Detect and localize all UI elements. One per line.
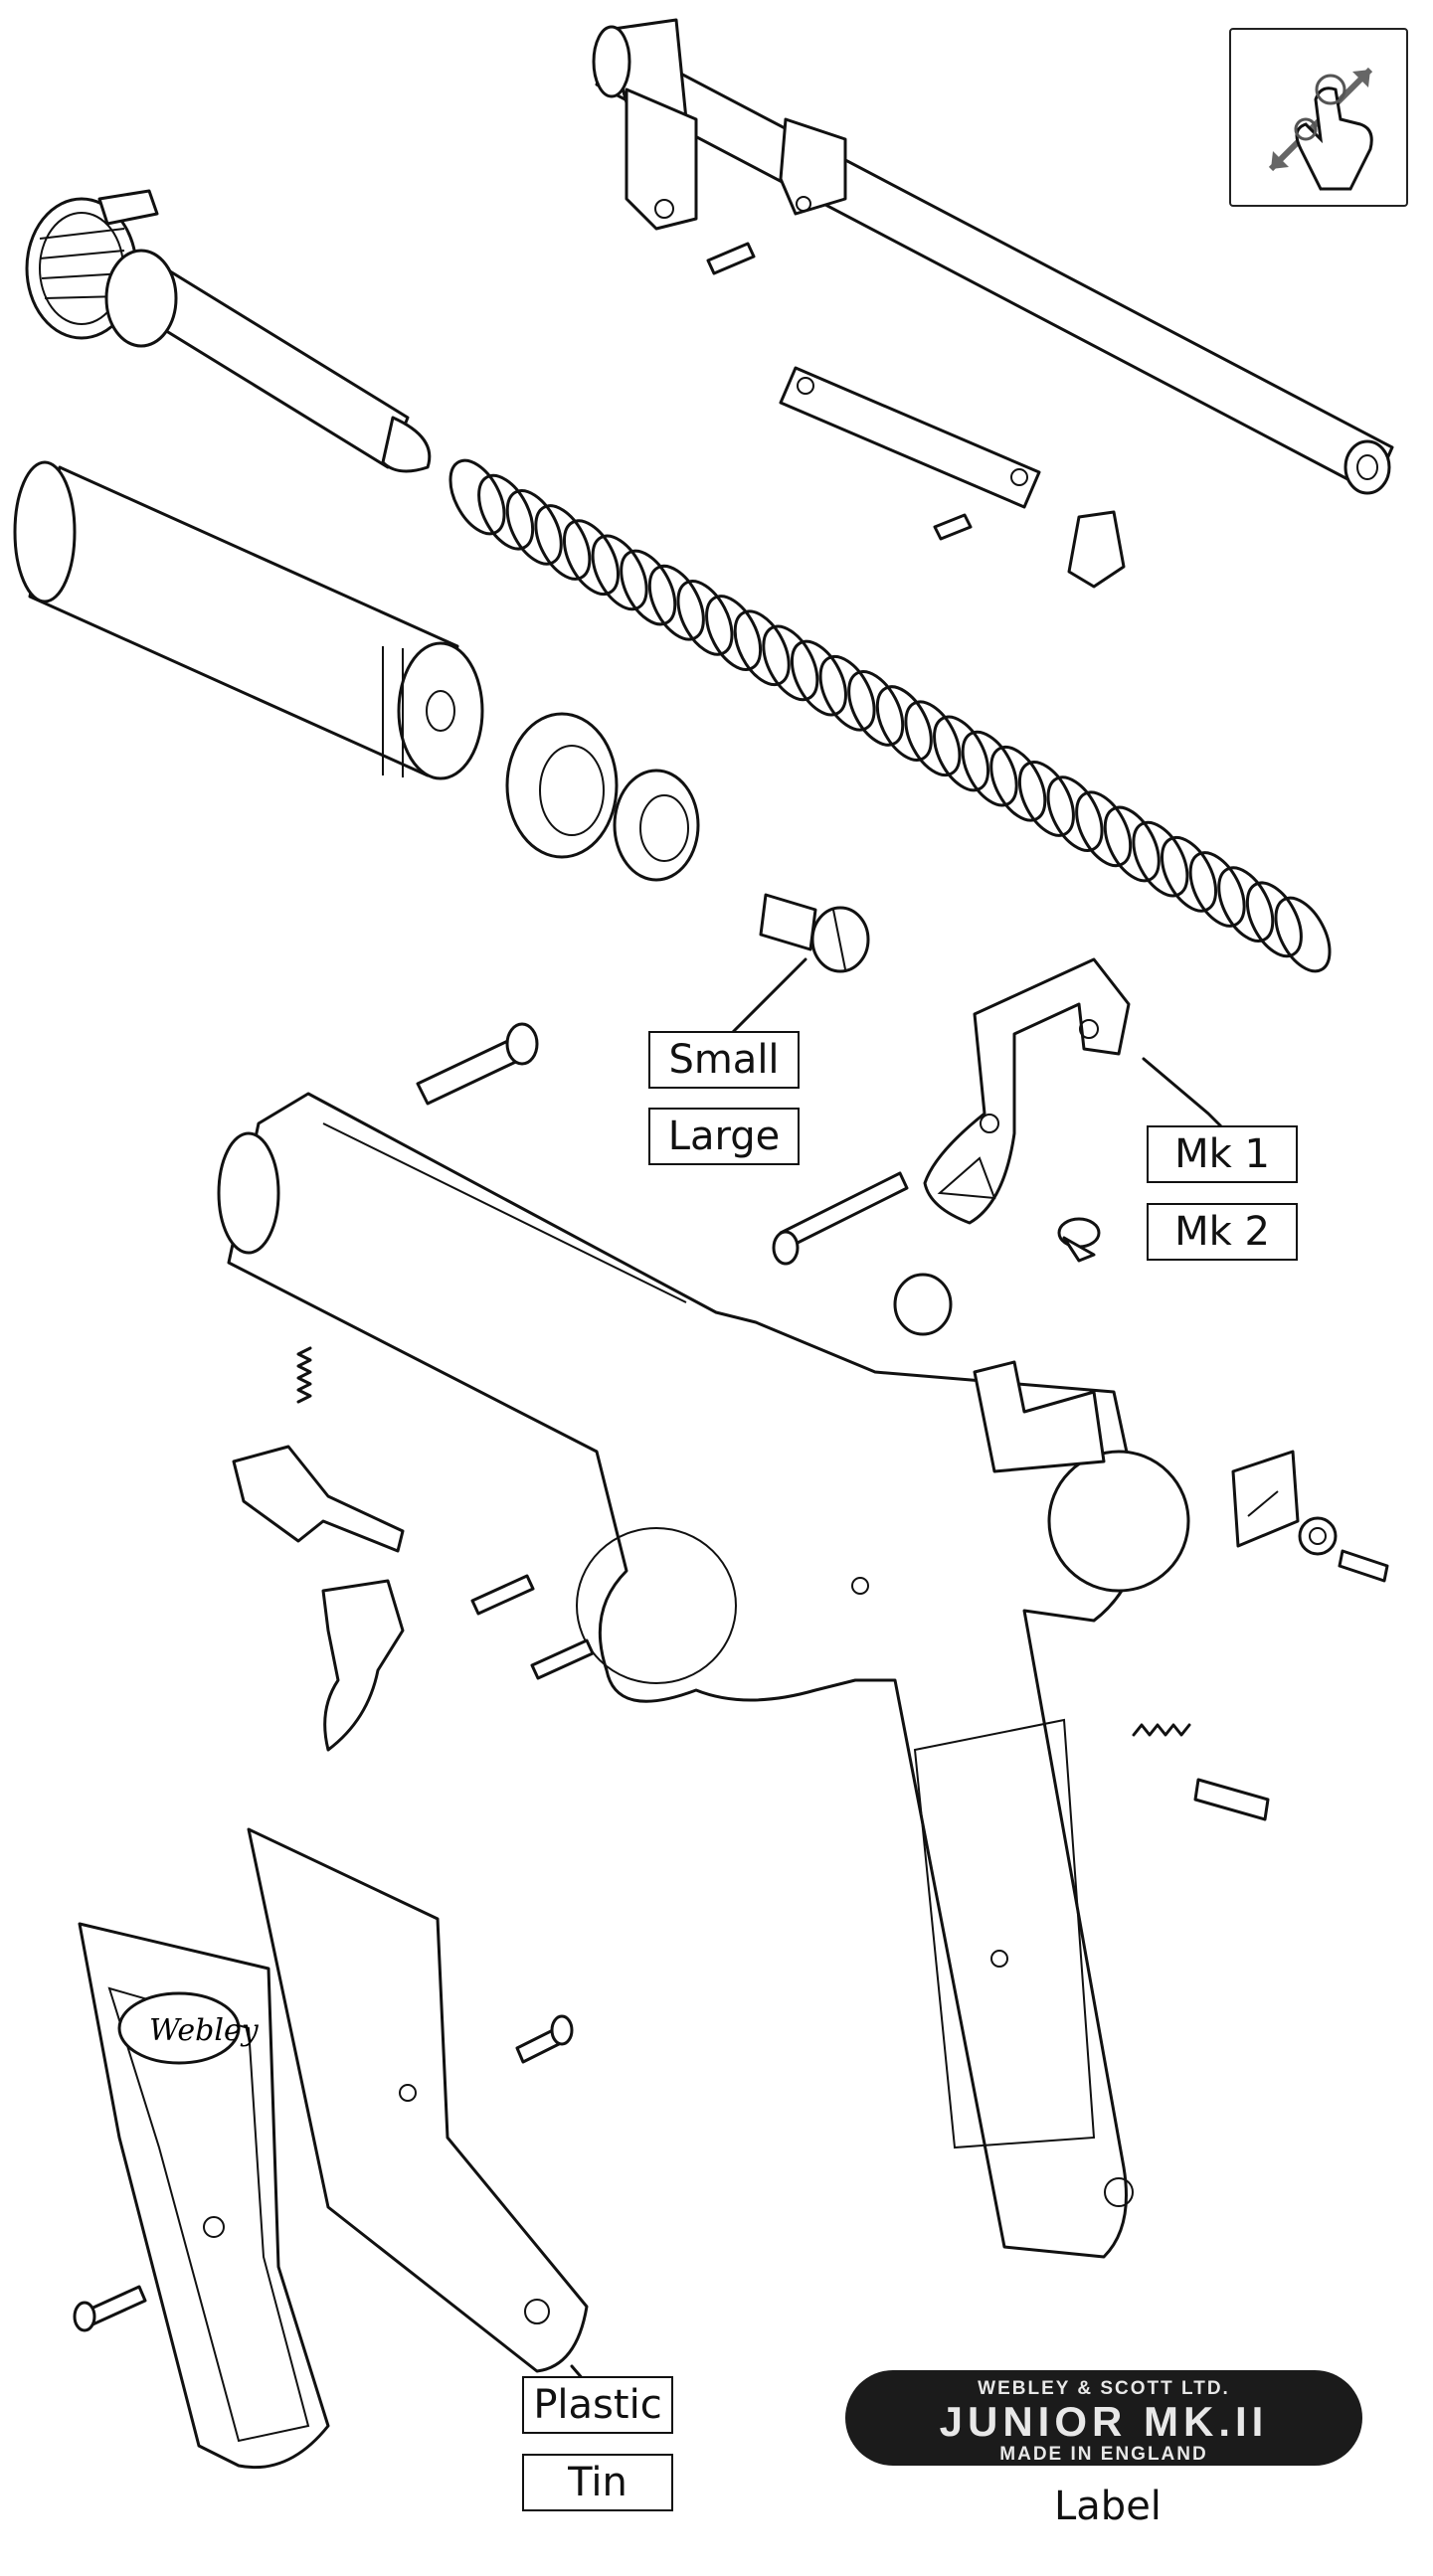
spring-coil	[1245, 881, 1303, 958]
pinch-zoom-icon	[1268, 67, 1373, 191]
spring-coil	[676, 580, 734, 656]
spring-coil	[1160, 836, 1218, 913]
mainspring-part	[448, 458, 1332, 973]
spring-coil	[1075, 790, 1133, 868]
rear-sight-part	[1067, 510, 1126, 589]
plunger-part	[1193, 1778, 1270, 1821]
nameplate-origin: MADE IN ENGLAND	[999, 2444, 1208, 2465]
sight-plate-part	[1231, 1450, 1389, 1583]
spring-coil	[1188, 851, 1246, 928]
spring-coil	[1217, 866, 1275, 943]
spring-coil	[620, 549, 677, 626]
breech-screw-part	[759, 893, 870, 973]
spring-coil	[591, 534, 648, 611]
grip-screw-part	[73, 2285, 147, 2332]
spring-coil	[989, 745, 1047, 822]
spring-coil	[847, 670, 905, 747]
callout-mk2: Mk 2	[1147, 1203, 1298, 1261]
spring-coil	[1103, 805, 1161, 883]
grip-logo-text: Webley	[149, 2013, 260, 2048]
spring-coil	[448, 458, 506, 536]
long-screw-part	[772, 1171, 909, 1266]
callout-large-screw: Large	[648, 1108, 800, 1165]
sear-part	[232, 1445, 405, 1553]
washer-small-part	[613, 769, 700, 882]
spring-coil	[933, 715, 990, 792]
spring-coil	[705, 595, 763, 671]
spring-coil	[818, 654, 876, 732]
piston-part	[25, 189, 432, 473]
spring-coil	[562, 519, 621, 596]
tin-grip-part	[247, 1827, 589, 2373]
callout-plastic: Plastic	[522, 2376, 673, 2434]
spring-coil	[1274, 896, 1332, 973]
callout-tin: Tin	[522, 2454, 673, 2511]
spring-coil	[647, 564, 705, 641]
spacer-part	[893, 1273, 953, 1336]
spring-coil	[790, 639, 847, 717]
washer-large-part	[505, 712, 619, 859]
grip-screw-part	[515, 2014, 574, 2064]
pin-part	[530, 1638, 595, 1680]
spring-coil	[762, 624, 819, 702]
spring-coil	[904, 700, 962, 777]
cocking-link-part	[779, 366, 1041, 509]
nameplate-model: JUNIOR MK.II	[939, 2398, 1269, 2445]
spring-coil	[961, 730, 1018, 807]
pin-part	[706, 242, 756, 275]
sear-spring-part	[296, 1346, 312, 1404]
guard-screw-part	[1057, 1217, 1101, 1263]
leader-line	[729, 957, 807, 1036]
cylinder-part	[13, 460, 484, 780]
barrel-part	[592, 18, 1394, 495]
trigger-guard-part	[923, 957, 1131, 1225]
spring-coil	[534, 504, 592, 581]
callout-mk1: Mk 1	[1147, 1125, 1298, 1183]
zoom-control[interactable]	[1229, 28, 1408, 207]
frame-body-part	[217, 1092, 1190, 2259]
spring-coil	[505, 489, 563, 566]
plunger-spring-part	[1132, 1723, 1191, 1737]
spring-coil	[1046, 775, 1104, 852]
pin-part	[933, 513, 973, 541]
spring-coil	[875, 685, 933, 762]
callout-small-screw: Small	[648, 1031, 800, 1089]
plastic-grip-part: Webley	[78, 1922, 330, 2470]
nameplate-label: WEBLEY & SCOTT LTD. JUNIOR MK.II MADE IN…	[845, 2370, 1362, 2466]
pin-part	[470, 1574, 535, 1616]
nameplate-caption: Label	[1054, 2484, 1162, 2529]
spring-coil	[733, 609, 791, 687]
trigger-part	[321, 1579, 405, 1752]
barrel-pivot-screw-part	[416, 1022, 539, 1106]
spring-coil	[1017, 761, 1075, 837]
leader-line	[1142, 1057, 1225, 1130]
spring-coil	[1132, 820, 1189, 898]
spring-coil	[477, 473, 535, 551]
nameplate-maker: WEBLEY & SCOTT LTD.	[978, 2378, 1230, 2399]
